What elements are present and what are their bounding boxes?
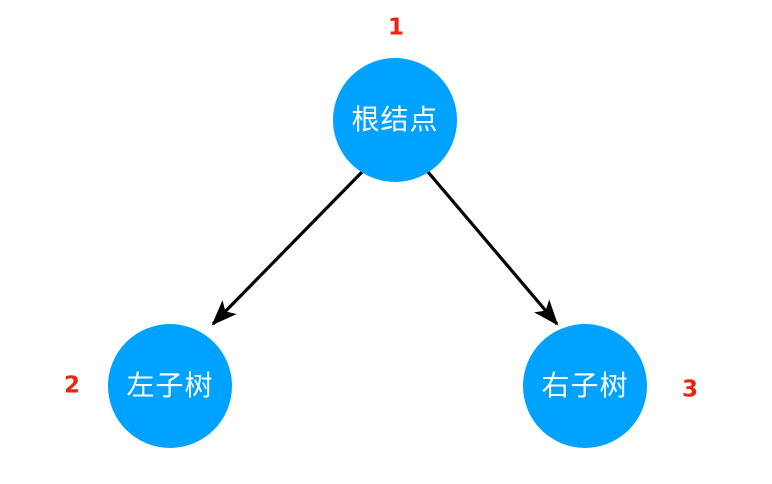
node-right-child[interactable]: 右子树	[523, 324, 647, 448]
edge-root-to-right	[426, 170, 559, 326]
node-left-child-label: 左子树	[126, 369, 214, 402]
annotation-number-2: 2	[63, 372, 81, 399]
node-root[interactable]: 根结点	[333, 58, 457, 182]
node-root-label: 根结点	[351, 103, 439, 136]
node-left-child[interactable]: 左子树	[108, 324, 232, 448]
node-right-child-label: 右子树	[541, 369, 629, 402]
annotation-number-1: 1	[387, 14, 405, 41]
annotation-number-3: 3	[681, 376, 699, 403]
edge-root-to-left	[211, 170, 364, 326]
